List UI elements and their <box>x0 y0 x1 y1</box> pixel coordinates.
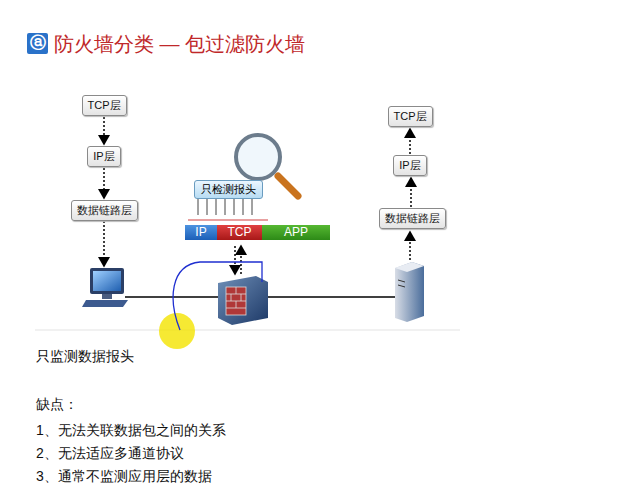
protocol-layer-box: IP层 <box>87 146 120 167</box>
node-text: IP <box>195 225 206 239</box>
node-text: APP <box>284 225 308 239</box>
title-icon <box>27 33 48 54</box>
computer-icon <box>82 268 128 307</box>
protocol-layer-box: 数据链路层 <box>379 208 446 229</box>
dotted-arrow <box>103 168 105 198</box>
node-text: 数据链路层 <box>385 212 440 224</box>
packet-ip-segment: IP <box>185 225 217 240</box>
server-icon <box>395 262 424 322</box>
node-text: 数据链路层 <box>77 204 132 216</box>
title-icon-letter: ⓐ <box>30 33 46 54</box>
list-item: 2、无法适应多通道协议 <box>36 445 184 463</box>
node-text: IP层 <box>93 150 114 162</box>
node-text: TCP层 <box>88 99 121 111</box>
list-item: 1、无法关联数据包之间的关系 <box>36 422 226 440</box>
protocol-layer-box: IP层 <box>393 155 426 176</box>
node-text: IP层 <box>399 159 420 171</box>
note-heading: 缺点： <box>36 396 78 414</box>
dotted-arrow <box>410 178 412 207</box>
firewall-device <box>218 276 268 325</box>
list-item: 3、通常不监测应用层的数据 <box>36 468 212 486</box>
title: 防火墙分类 — 包过滤防火墙 <box>54 31 305 58</box>
protocol-layer-box: TCP层 <box>388 106 433 127</box>
protocol-layer-box: 数据链路层 <box>71 200 138 221</box>
packet-tcp-segment: TCP <box>217 225 262 240</box>
note-text: 只监测数据报头 <box>36 348 134 366</box>
node-text: TCP <box>228 225 252 239</box>
inspect-label-box: 只检测报头 <box>194 180 263 199</box>
dotted-arrow <box>103 117 105 144</box>
protocol-layer-box: TCP层 <box>82 95 127 116</box>
dotted-arrow <box>409 129 411 154</box>
packet-app-segment: APP <box>262 225 330 240</box>
node-text: 只检测报头 <box>201 183 256 195</box>
node-text: TCP层 <box>394 110 427 122</box>
